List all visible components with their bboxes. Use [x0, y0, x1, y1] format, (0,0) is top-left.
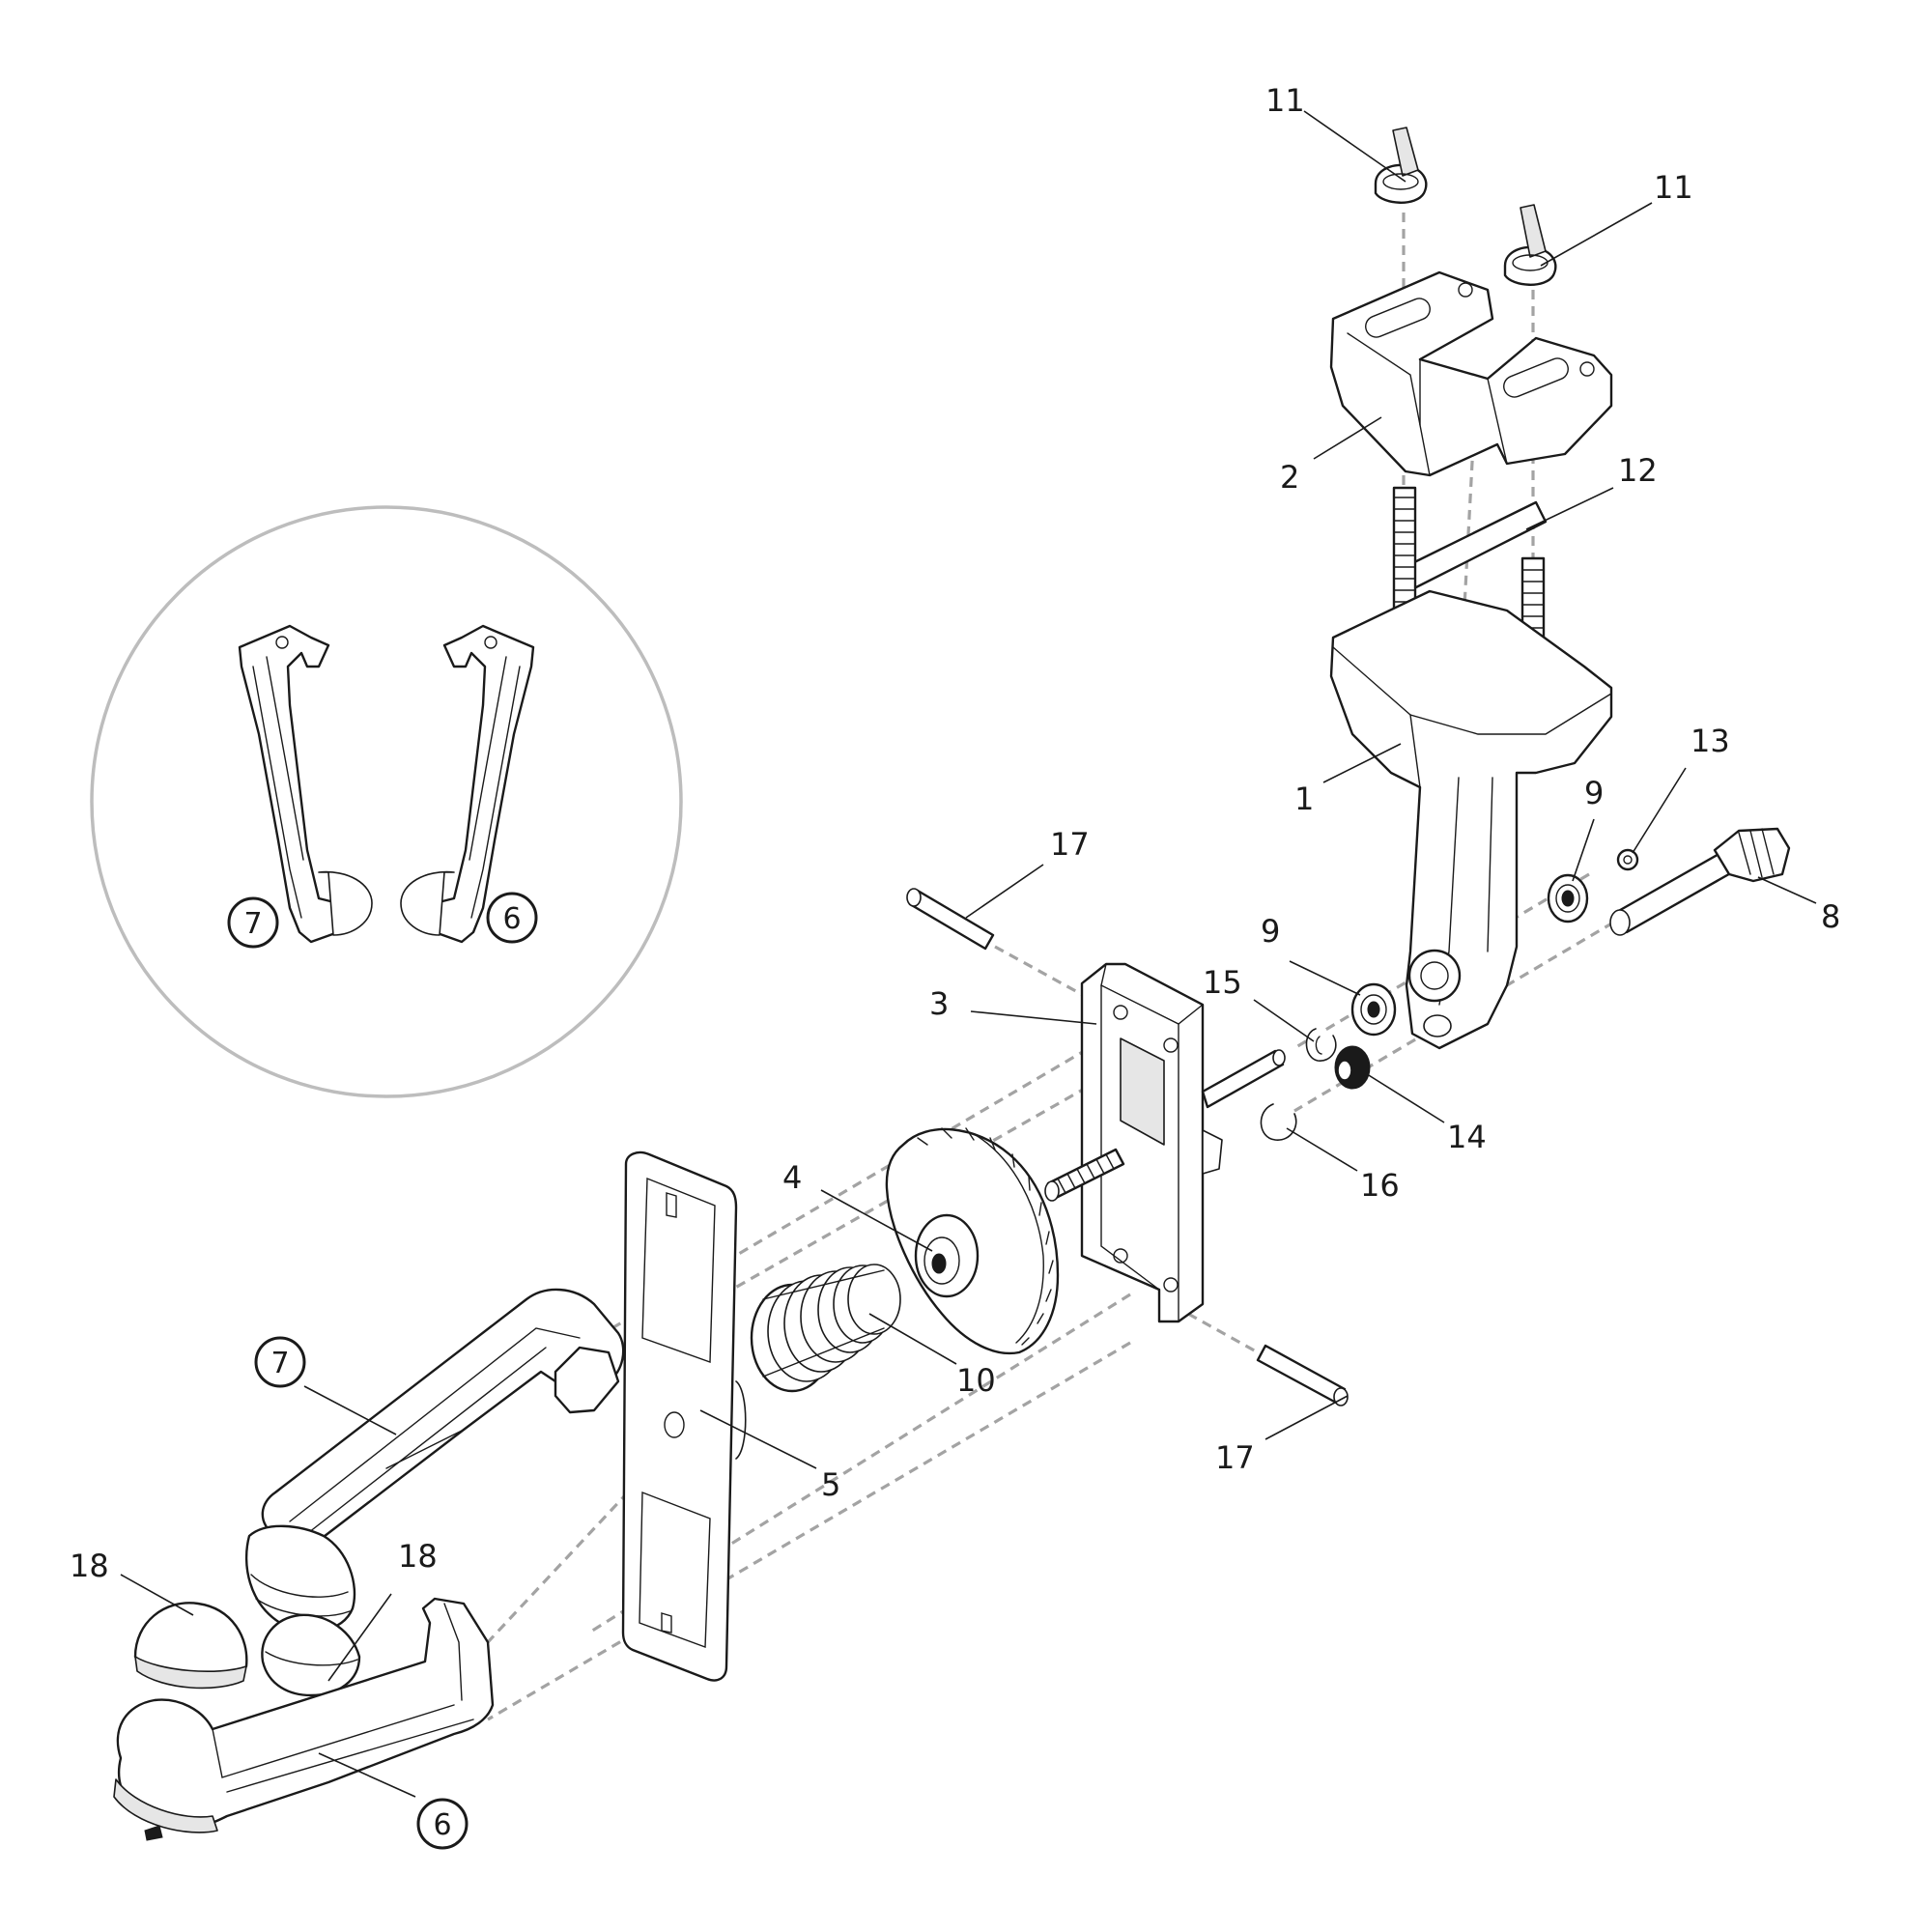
part-9-bearing-right	[1547, 873, 1589, 923]
circled-6-main-ring	[416, 1798, 469, 1850]
callout-18a: 18	[70, 1548, 109, 1584]
part-2-top-clamp	[1329, 270, 1613, 477]
part-17-dowel-pin-top	[906, 888, 995, 951]
callout-17b: 17	[1215, 1439, 1255, 1476]
callout-11b: 11	[1654, 169, 1693, 206]
callout-10: 10	[956, 1362, 996, 1399]
callout-2: 2	[1280, 459, 1299, 496]
circled-6-detail-ring	[486, 892, 538, 944]
callout-1: 1	[1294, 781, 1314, 817]
part-5-back-plate	[621, 1151, 747, 1682]
callout-3: 3	[929, 985, 949, 1022]
callout-16: 16	[1360, 1167, 1400, 1204]
callout-4: 4	[782, 1159, 802, 1196]
part-3-mounting-block	[1080, 962, 1223, 1323]
part-11-wing-nut-right	[1503, 204, 1557, 286]
callout-12: 12	[1618, 452, 1658, 489]
callout-18b: 18	[398, 1538, 438, 1575]
part-11-wing-nut-left	[1374, 127, 1428, 204]
detail-inset-ring	[90, 505, 683, 1098]
circled-7-main-ring	[254, 1336, 306, 1388]
part-6-lower-arm	[113, 1597, 495, 1841]
detail-inset	[90, 505, 683, 1098]
part-17-dowel-pin-bottom	[1256, 1344, 1349, 1406]
part-9-bearing-left	[1350, 982, 1397, 1037]
part-18-cap-left	[133, 1602, 248, 1690]
circled-6-detail: 6	[502, 902, 521, 936]
callout-11a: 11	[1265, 82, 1305, 119]
part-4-knob	[885, 1127, 1060, 1355]
callout-9a: 9	[1584, 775, 1604, 811]
callout-14: 14	[1447, 1119, 1487, 1155]
part-15-retaining-ring	[1305, 1028, 1337, 1062]
inset-arm-7	[238, 624, 373, 944]
part-8-pin	[1609, 827, 1791, 936]
circled-7-detail-ring	[227, 896, 279, 949]
leader-lines	[120, 110, 1817, 1798]
part-14-knurled-nut	[1334, 1045, 1371, 1090]
part-16-e-clip	[1260, 1103, 1297, 1141]
circled-7-detail: 7	[243, 907, 262, 941]
callout-labels: 11 11 2 12 1 13 9 8 17 9 15 3 14 16 4 10…	[70, 82, 1840, 1584]
callout-13: 13	[1690, 723, 1730, 759]
part-1-main-body	[1329, 589, 1613, 1050]
callout-8: 8	[1821, 898, 1840, 935]
circled-7-main: 7	[270, 1347, 289, 1380]
circled-callouts: 7 6 7 6	[227, 892, 538, 1850]
part-18-cap-right	[261, 1613, 361, 1697]
part-7-upper-arm	[244, 1288, 625, 1633]
block-threaded-shaft	[1044, 1049, 1286, 1202]
inset-arm-6	[400, 624, 535, 944]
part-10-spring	[750, 1264, 901, 1393]
callout-9b: 9	[1261, 913, 1280, 950]
callout-15: 15	[1203, 964, 1242, 1001]
circled-6-main: 6	[433, 1808, 451, 1842]
callout-17a: 17	[1050, 826, 1090, 863]
callout-5: 5	[821, 1466, 840, 1503]
part-13-clip	[1616, 848, 1639, 871]
